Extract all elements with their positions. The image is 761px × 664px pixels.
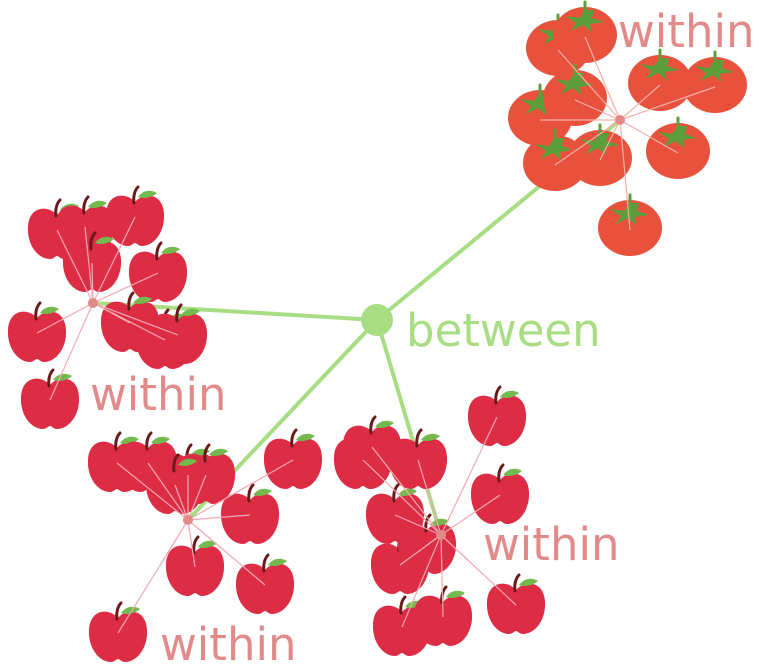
within-spoke <box>440 416 498 536</box>
within-spoke <box>440 534 444 618</box>
within-spoke <box>187 459 294 521</box>
within-label: within <box>483 518 620 571</box>
within-spoke <box>440 534 517 606</box>
within-spoke <box>371 446 442 536</box>
cluster-hub <box>436 530 446 540</box>
clusters: within within within within <box>6 0 755 664</box>
center-node-layer <box>361 304 393 336</box>
within-spoke <box>91 262 94 304</box>
cluster-tomato: within <box>506 0 755 258</box>
within-spoke <box>619 119 679 154</box>
within-spoke <box>36 302 94 334</box>
within-spoke <box>599 119 621 161</box>
within-spoke <box>440 494 501 536</box>
apple-icon <box>127 241 189 304</box>
apple-icon <box>219 483 281 546</box>
between-node <box>361 304 393 336</box>
within-spoke <box>187 474 207 521</box>
tomato-icon <box>626 48 694 113</box>
tomato-icon <box>681 50 749 115</box>
within-spoke <box>147 462 189 521</box>
within-spoke <box>187 519 266 586</box>
within-spoke <box>401 534 442 628</box>
within-label: within <box>618 5 755 58</box>
within-spokes <box>116 459 294 634</box>
within-spoke <box>49 302 94 401</box>
within-spoke <box>187 519 196 568</box>
within-spoke <box>92 272 159 304</box>
cluster-apple: within <box>332 385 620 658</box>
apple-icon <box>262 428 324 491</box>
within-label: within <box>160 618 297 664</box>
apple-icon <box>469 463 531 526</box>
apple-icon <box>104 185 166 248</box>
within-spoke <box>584 36 621 121</box>
within-spoke <box>92 216 136 304</box>
within-spokes <box>362 416 517 628</box>
within-spoke <box>417 459 442 536</box>
within-spoke <box>619 84 661 121</box>
within-label: within <box>90 368 227 421</box>
between-label: between <box>406 304 601 357</box>
within-spoke <box>92 302 179 336</box>
within-spoke <box>554 119 621 166</box>
tomato-icon <box>644 116 712 181</box>
cluster-apple: within <box>6 185 227 431</box>
within-spoke <box>394 514 442 536</box>
within-spoke <box>116 462 189 521</box>
within-spoke <box>619 86 716 121</box>
within-spoke <box>117 519 189 634</box>
cluster-hub <box>615 115 625 125</box>
within-spoke <box>187 514 251 521</box>
tomato-icon <box>551 0 619 65</box>
within-spoke <box>174 484 189 521</box>
within-spoke <box>92 302 166 341</box>
apple-icon <box>466 385 528 448</box>
within-spokes <box>36 216 179 401</box>
within-spoke <box>84 226 94 304</box>
within-spoke <box>619 119 631 231</box>
within-spoke <box>56 229 94 304</box>
within-spoke <box>362 459 442 536</box>
within-spokes <box>540 36 716 231</box>
cluster-hub <box>88 298 98 308</box>
cluster-hub <box>183 515 193 525</box>
within-spoke <box>574 99 621 121</box>
cluster-apple: within <box>86 428 324 664</box>
within-spoke <box>557 49 621 121</box>
